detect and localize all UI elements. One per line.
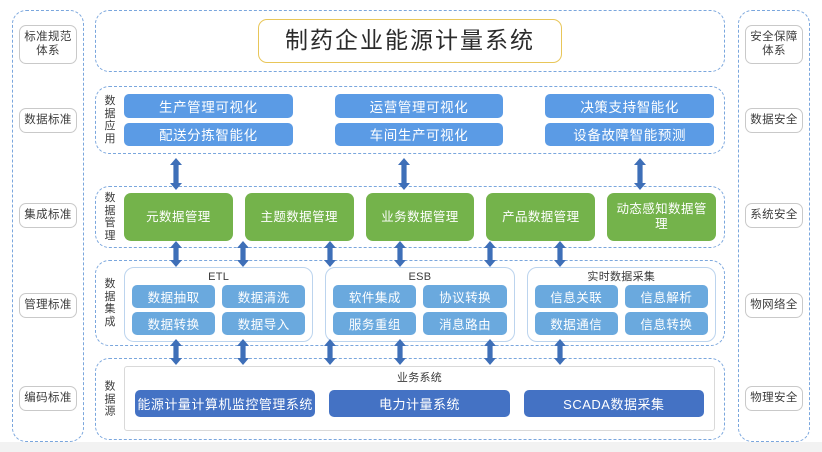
connector-arrow-mgmt_to_integ-5: [553, 241, 567, 267]
layer-data-application: 数据应用 生产管理可视化 运营管理可视化 决策支持智能化 配送分拣智能化 车间生…: [95, 86, 725, 154]
integration-cells-esb: 软件集成 协议转换 服务重组 消息路由: [333, 285, 507, 335]
esb-item-3[interactable]: 消息路由: [423, 312, 507, 335]
connector-arrow-mgmt_to_integ-3: [393, 241, 407, 267]
app-item-4[interactable]: 车间生产可视化: [334, 122, 504, 146]
app-item-1[interactable]: 运营管理可视化: [334, 94, 504, 118]
esb-item-2[interactable]: 服务重组: [333, 312, 417, 335]
business-system-box: 业务系统 能源计量计算机监控管理系统 电力计量系统 SCADA数据采集: [124, 366, 715, 431]
integration-cells-realtime: 信息关联 信息解析 数据通信 信息转换: [534, 285, 708, 335]
rail-chip-right-2: 系统安全: [745, 203, 803, 228]
bottom-strip: [0, 442, 822, 452]
connector-arrow-app_to_mgmt-0: [169, 158, 183, 190]
rail-chip-right-0: 安全保障体系: [745, 25, 803, 64]
mgmt-item-0[interactable]: 元数据管理: [124, 193, 233, 241]
rail-chip-right-4: 物理安全: [745, 386, 803, 411]
page-title: 制药企业能源计量系统: [258, 19, 562, 63]
mgmt-item-3[interactable]: 产品数据管理: [486, 193, 596, 241]
mgmt-item-1[interactable]: 主题数据管理: [244, 193, 354, 241]
connector-arrow-integ_to_src-0: [169, 339, 183, 365]
connector-arrow-integ_to_src-1: [236, 339, 250, 365]
layer-tag-data-management: 数据管理: [104, 192, 116, 242]
app-item-3[interactable]: 配送分拣智能化: [124, 122, 293, 146]
mgmt-item-2[interactable]: 业务数据管理: [365, 193, 475, 241]
esb-item-0[interactable]: 软件集成: [333, 285, 417, 308]
source-grid: 能源计量计算机监控管理系统 电力计量系统 SCADA数据采集: [125, 386, 714, 417]
connector-arrow-app_to_mgmt-1: [397, 158, 411, 190]
application-grid: 生产管理可视化 运营管理可视化 决策支持智能化 配送分拣智能化 车间生产可视化 …: [124, 94, 714, 146]
etl-item-0[interactable]: 数据抽取: [132, 285, 216, 308]
rail-chip-right-3: 物网络全: [745, 293, 803, 318]
integration-group-esb: ESB 软件集成 协议转换 服务重组 消息路由: [325, 267, 515, 342]
connector-arrow-mgmt_to_integ-0: [169, 241, 183, 267]
realtime-item-2[interactable]: 数据通信: [534, 312, 618, 335]
business-system-title: 业务系统: [396, 372, 443, 384]
connector-arrow-mgmt_to_integ-2: [323, 241, 337, 267]
layer-tag-data-application: 数据应用: [104, 95, 116, 145]
etl-item-2[interactable]: 数据转换: [132, 312, 216, 335]
connector-arrow-mgmt_to_integ-4: [483, 241, 497, 267]
rail-chip-left-2: 集成标准: [19, 203, 77, 228]
connector-arrow-integ_to_src-2: [323, 339, 337, 365]
integration-group-etl: ETL 数据抽取 数据清洗 数据转换 数据导入: [124, 267, 314, 342]
app-item-0[interactable]: 生产管理可视化: [124, 94, 293, 118]
rail-chip-left-0: 标准规范体系: [19, 25, 77, 64]
connector-arrow-integ_to_src-3: [393, 339, 407, 365]
layer-data-integration: 数据集成 ETL 数据抽取 数据清洗 数据转换 数据导入 ESB 软件集成 协议…: [95, 260, 725, 346]
realtime-item-3[interactable]: 信息转换: [624, 312, 708, 335]
integration-group-title-esb: ESB: [408, 271, 432, 283]
integration-cells-etl: 数据抽取 数据清洗 数据转换 数据导入: [132, 285, 306, 335]
connector-arrow-mgmt_to_integ-1: [236, 241, 250, 267]
layer-data-management: 数据管理 元数据管理 主题数据管理 业务数据管理 产品数据管理 动态感知数据管理: [95, 186, 725, 248]
layer-data-source: 数据源 业务系统 能源计量计算机监控管理系统 电力计量系统 SCADA数据采集: [95, 358, 725, 440]
management-grid: 元数据管理 主题数据管理 业务数据管理 产品数据管理 动态感知数据管理: [124, 193, 716, 241]
connector-arrow-app_to_mgmt-2: [633, 158, 647, 190]
esb-item-1[interactable]: 协议转换: [423, 285, 507, 308]
rail-chip-left-3: 管理标准: [19, 293, 77, 318]
etl-item-1[interactable]: 数据清洗: [222, 285, 306, 308]
app-item-5[interactable]: 设备故障智能预测: [545, 122, 714, 146]
mgmt-item-4[interactable]: 动态感知数据管理: [607, 193, 716, 241]
right-security-rail: 安全保障体系 数据安全 系统安全 物网络全 物理安全: [738, 10, 810, 442]
layer-tag-data-source: 数据源: [104, 380, 116, 418]
integration-grid: ETL 数据抽取 数据清洗 数据转换 数据导入 ESB 软件集成 协议转换 服务…: [124, 267, 716, 342]
integration-group-realtime: 实时数据采集 信息关联 信息解析 数据通信 信息转换: [526, 267, 716, 342]
realtime-item-1[interactable]: 信息解析: [624, 285, 708, 308]
left-standards-rail: 标准规范体系 数据标准 集成标准 管理标准 编码标准: [12, 10, 84, 442]
connector-arrow-integ_to_src-5: [553, 339, 567, 365]
layer-tag-data-integration: 数据集成: [104, 278, 116, 328]
app-item-2[interactable]: 决策支持智能化: [545, 94, 714, 118]
source-item-0[interactable]: 能源计量计算机监控管理系统: [135, 390, 316, 417]
rail-chip-left-1: 数据标准: [19, 108, 77, 133]
source-item-2[interactable]: SCADA数据采集: [523, 390, 704, 417]
connector-arrow-integ_to_src-4: [483, 339, 497, 365]
rail-chip-left-4: 编码标准: [19, 386, 77, 411]
rail-chip-right-1: 数据安全: [745, 108, 803, 133]
title-band: 制药企业能源计量系统: [95, 10, 725, 72]
source-item-1[interactable]: 电力计量系统: [329, 390, 510, 417]
integration-group-title-realtime: 实时数据采集: [587, 271, 656, 283]
realtime-item-0[interactable]: 信息关联: [534, 285, 618, 308]
etl-item-3[interactable]: 数据导入: [222, 312, 306, 335]
integration-group-title-etl: ETL: [208, 271, 230, 283]
